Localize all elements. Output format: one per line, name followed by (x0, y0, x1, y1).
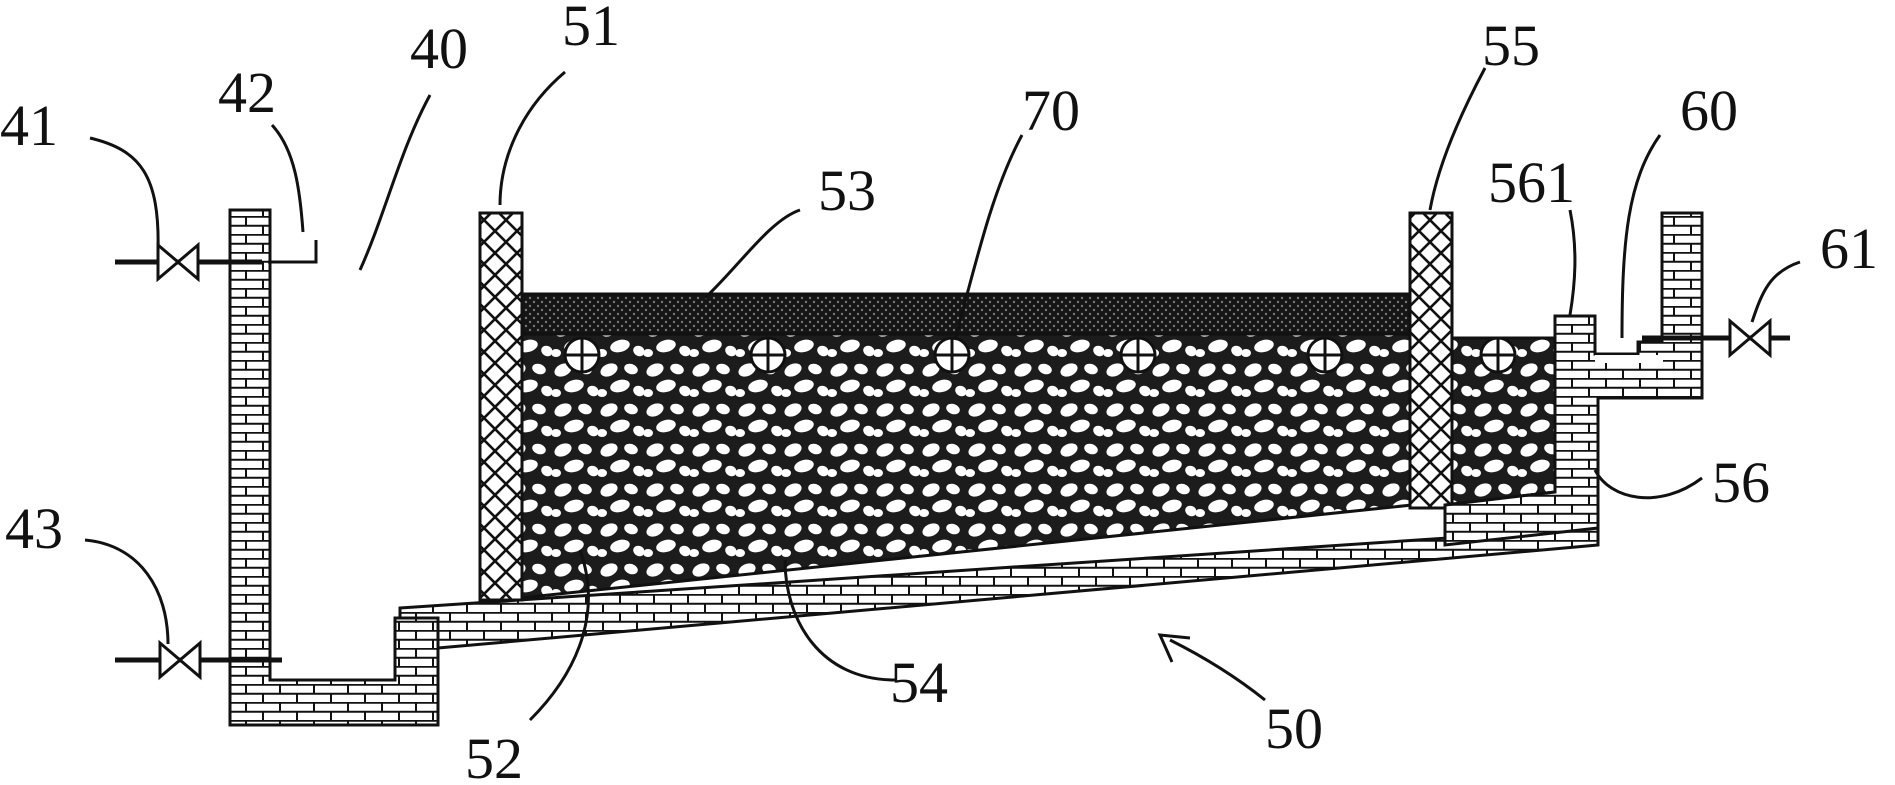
leader-50 (1169, 638, 1266, 702)
inlet-tank-brick-wall (228, 208, 440, 727)
label-52: 52 (465, 726, 523, 785)
label-51: 51 (562, 0, 620, 58)
pipe-marker-4 (1119, 336, 1157, 374)
label-42: 42 (218, 60, 276, 125)
pipe-marker-6 (1479, 336, 1517, 374)
wall-51 (478, 211, 524, 602)
pipe-marker-2 (749, 336, 787, 374)
label-56: 56 (1712, 450, 1770, 515)
leader-42 (270, 123, 305, 233)
leader-561 (1568, 209, 1577, 316)
pipe-valve-61 (1642, 317, 1790, 359)
leader-61 (1750, 260, 1801, 323)
label-53: 53 (818, 158, 876, 223)
leader-53 (703, 208, 801, 300)
label-50: 50 (1265, 696, 1323, 761)
leader-54 (783, 559, 896, 682)
label-54: 54 (890, 650, 948, 715)
pipe-valve-43 (115, 639, 282, 681)
outlet-chamber-wall-56 (1443, 211, 1704, 547)
pipe-marker-1 (563, 336, 601, 374)
label-561: 561 (1488, 150, 1575, 215)
leader-43 (84, 538, 170, 645)
pipe-marker-5 (1306, 336, 1344, 374)
perforated-pipe-row (563, 336, 1517, 374)
label-41: 41 (0, 93, 58, 158)
leader-lines (84, 67, 1801, 722)
leader-51 (498, 70, 566, 206)
leader-55 (1428, 67, 1487, 211)
leader-40 (358, 94, 432, 271)
label-61: 61 (1820, 216, 1878, 281)
label-70: 70 (1022, 78, 1080, 143)
wall-55 (1408, 211, 1454, 510)
inlet-tank-40 (228, 208, 440, 727)
leader-60 (1620, 134, 1662, 339)
outlet-channel-60 (1595, 355, 1663, 363)
label-43: 43 (5, 496, 63, 561)
label-40: 40 (410, 16, 468, 81)
leader-50-arrowhead (1157, 633, 1191, 663)
label-60: 60 (1680, 78, 1738, 143)
label-55: 55 (1482, 13, 1540, 78)
pipe-valve-41 (115, 241, 262, 283)
inlet-overflow-42 (268, 240, 318, 264)
leader-56 (1593, 469, 1703, 500)
pipe-marker-3 (933, 336, 971, 374)
leader-52 (528, 549, 590, 722)
leader-70 (953, 134, 1024, 341)
leader-41 (89, 136, 160, 253)
